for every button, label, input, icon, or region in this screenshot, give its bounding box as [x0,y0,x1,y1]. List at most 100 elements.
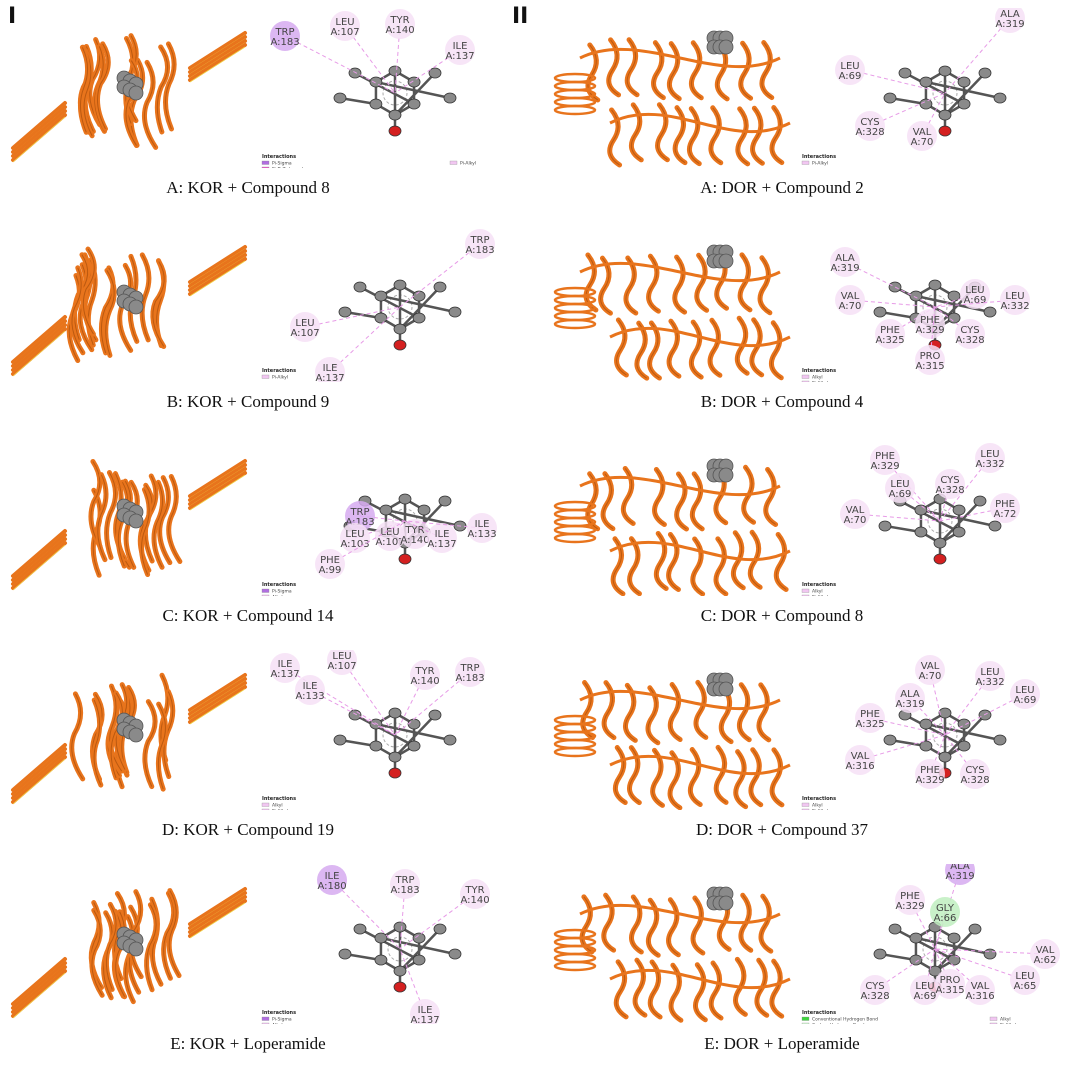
svg-text:A:325: A:325 [855,719,884,730]
svg-text:ILE: ILE [303,681,318,692]
svg-text:Interactions: Interactions [262,154,296,160]
svg-text:A:332: A:332 [1000,301,1029,312]
svg-text:Pi-Sigma: Pi-Sigma [272,160,292,166]
svg-text:A:99: A:99 [319,565,342,576]
svg-text:Interactions: Interactions [262,796,296,802]
svg-text:LEU: LEU [840,61,859,72]
protein-ribbon [553,250,791,381]
svg-text:Alkyl: Alkyl [812,374,823,380]
svg-text:Alkyl: Alkyl [272,594,283,596]
svg-text:A:332: A:332 [975,459,1004,470]
svg-text:VAL: VAL [1036,945,1055,956]
svg-text:Alkyl: Alkyl [812,588,823,594]
panel-label-I: I [8,4,17,29]
svg-text:TYR: TYR [404,525,424,536]
panel-caption: A: DOR + Compound 2 [700,178,864,197]
ligand-spacefill [706,30,734,55]
svg-text:A:107: A:107 [375,537,404,548]
svg-text:A:329: A:329 [915,775,944,786]
svg-text:LEU: LEU [890,479,909,490]
svg-text:Alkyl: Alkyl [272,1022,283,1024]
svg-text:A:329: A:329 [895,901,924,912]
svg-text:PHE: PHE [920,765,940,776]
protein-cartoon [11,245,247,377]
svg-text:A:183: A:183 [270,37,299,48]
svg-text:Alkyl: Alkyl [272,802,283,808]
ligand-structure [883,65,1007,137]
svg-text:LEU: LEU [380,527,399,538]
svg-text:Carbon Hydrogen Bond: Carbon Hydrogen Bond [812,1022,865,1024]
svg-text:CYS: CYS [965,765,984,776]
svg-text:Interactions: Interactions [802,796,836,802]
svg-text:TRP: TRP [459,663,479,674]
svg-text:PRO: PRO [920,351,941,362]
svg-text:A:72: A:72 [994,509,1017,520]
svg-text:A:65: A:65 [1014,981,1037,992]
svg-text:VAL: VAL [913,127,932,138]
svg-text:LEU: LEU [1015,971,1034,982]
svg-text:A:133: A:133 [467,529,496,540]
svg-text:A:69: A:69 [889,489,912,500]
svg-text:Pi-Alkyl: Pi-Alkyl [812,594,828,596]
svg-text:LEU: LEU [1005,291,1024,302]
interaction-diagram: TRPA:183LEUA:103LEUA:107TYRA:140ILEA:137… [261,493,497,596]
svg-text:LEU: LEU [295,318,314,329]
ligand-spacefill [116,712,144,743]
svg-text:A:328: A:328 [855,127,884,138]
svg-text:ALA: ALA [835,253,855,264]
svg-text:Alkyl: Alkyl [812,802,823,808]
svg-text:Pi-Pi T-shaped: Pi-Pi T-shaped [272,166,303,168]
svg-text:PHE: PHE [995,499,1015,510]
svg-text:A:328: A:328 [860,991,889,1002]
svg-text:LEU: LEU [345,529,364,540]
svg-text:Alkyl: Alkyl [1000,1016,1011,1022]
svg-text:ILE: ILE [453,41,468,52]
svg-text:VAL: VAL [851,751,870,762]
protein-cartoon [11,887,247,1019]
svg-text:A:332: A:332 [975,677,1004,688]
panel-caption: B: KOR + Compound 9 [166,392,330,411]
svg-text:A:328: A:328 [960,775,989,786]
svg-text:VAL: VAL [921,661,940,672]
svg-text:PHE: PHE [320,555,340,566]
svg-text:ILE: ILE [278,659,293,670]
svg-text:PRO: PRO [940,975,961,986]
svg-text:A:69: A:69 [964,295,987,306]
ligand-spacefill [116,498,144,529]
panel-caption: B: DOR + Compound 4 [700,392,864,411]
svg-text:Interactions: Interactions [262,582,296,588]
svg-text:LEU: LEU [332,651,351,662]
svg-text:A:70: A:70 [911,137,934,148]
svg-text:A:69: A:69 [839,71,862,82]
protein-ribbon [11,245,247,377]
svg-text:A:140: A:140 [400,535,429,546]
svg-text:A:103: A:103 [340,539,369,550]
svg-text:ALA: ALA [900,689,920,700]
svg-text:A:70: A:70 [839,301,862,312]
svg-text:Interactions: Interactions [262,1010,296,1016]
svg-text:TRP: TRP [469,235,489,246]
svg-text:A:137: A:137 [445,51,474,62]
svg-text:A:183: A:183 [390,885,419,896]
svg-text:LEU: LEU [1015,685,1034,696]
